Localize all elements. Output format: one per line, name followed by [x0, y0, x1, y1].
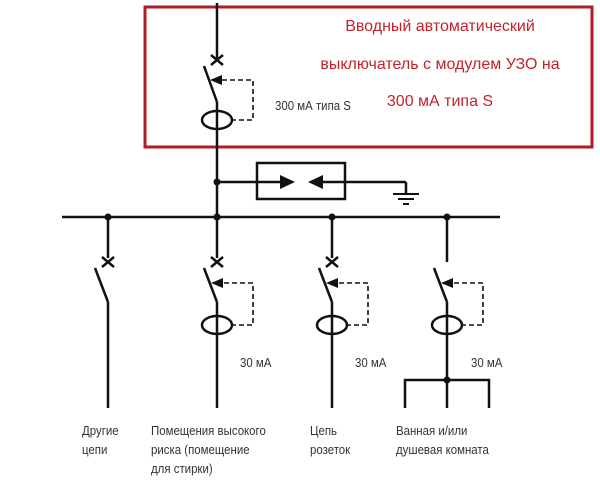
- breaker-cross-sockets: [325, 256, 339, 268]
- callout-line-1: Вводный автоматический: [345, 18, 535, 35]
- bathroom-distribution: [403, 378, 491, 408]
- trip-link-high-risk: [215, 282, 254, 326]
- switch-blade-bathroom: [432, 267, 449, 303]
- trip-arrow-high-risk: [211, 278, 223, 288]
- callout-line-3: 300 мА типа S: [386, 93, 494, 110]
- callout-line-2: выключатель с модулем УЗО на: [320, 56, 560, 73]
- switch-blade-sockets: [317, 267, 334, 303]
- ground-icon: [393, 193, 419, 205]
- main-switch-blade: [202, 65, 219, 103]
- switch-blade-high-risk: [202, 267, 219, 303]
- surge-arrow-left: [308, 175, 323, 189]
- main-breaker-cross: [210, 54, 224, 66]
- main-trip-link: [214, 79, 254, 121]
- callout-box: [143, 5, 594, 149]
- main-rcd-label: 300 мА типа S: [275, 98, 351, 113]
- surge-arrow-right: [280, 175, 295, 189]
- breaker-cross-high-risk: [210, 256, 224, 268]
- breaker-cross-other: [101, 256, 115, 268]
- trip-link-bathroom: [445, 282, 484, 326]
- switch-blade-other: [93, 267, 110, 303]
- trip-arrow-sockets: [326, 278, 338, 288]
- trip-arrow-bathroom: [441, 278, 453, 288]
- rcd-label-bathroom: 30 мА: [471, 355, 503, 370]
- trip-link-sockets: [330, 282, 369, 326]
- rcd-label-sockets: 30 мА: [355, 355, 387, 370]
- rcd-label-high-risk: 30 мА: [240, 355, 272, 370]
- main-trip-arrow: [210, 75, 222, 85]
